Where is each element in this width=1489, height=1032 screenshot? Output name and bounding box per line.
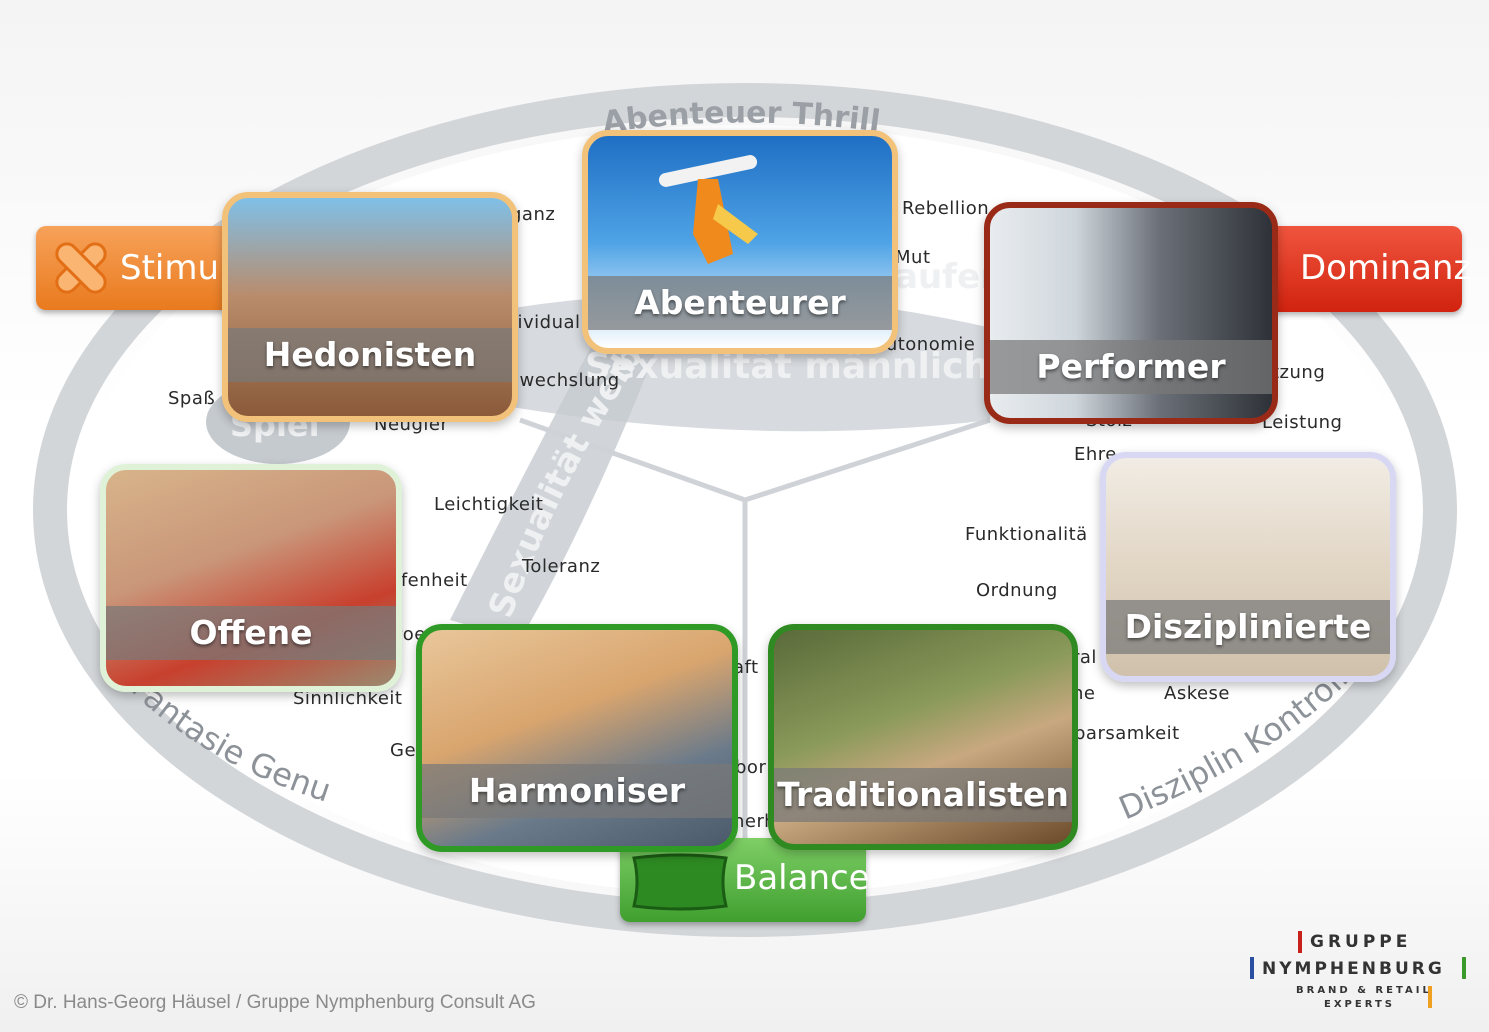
word-sparsamkeit: parsamkeit [1074,723,1180,744]
stimulanz-tab: Stimulanz [36,226,246,310]
logo-line2: NYMPHENBURG [1262,959,1445,979]
word-leistung: Leistung [1262,412,1342,433]
segment-label-disziplinierte: Disziplinierte [1106,600,1390,654]
word-askese: Askese [1164,683,1230,704]
logo-line1: GRUPPE [1310,932,1411,952]
segment-label-abenteurer: Abenteurer [588,276,892,330]
word-abwechslung: owechslung [508,370,620,391]
logo-line4: EXPERTS [1324,999,1395,1010]
logo-bar-blue [1250,957,1254,979]
word-spass: Spaß [168,388,215,409]
segment-performer: Performer [984,202,1278,424]
balance-label: Balance [734,858,870,898]
cross-icon [46,233,116,303]
word-offenheit: ffenheit [394,570,468,591]
word-geborgen2: bor [735,757,766,778]
segment-label-hedonisten: Hedonisten [228,328,512,382]
copyright-credit: © Dr. Hans-Georg Häusel / Gruppe Nymphen… [14,992,536,1014]
segment-harmoniser: Harmoniser [416,624,738,852]
segment-hedonisten: Hedonisten [222,192,518,422]
segment-label-traditionalisten: Traditionalisten [774,768,1072,822]
segment-abenteurer: Abenteurer [582,130,898,354]
segment-disziplinierte: Disziplinierte [1100,452,1396,682]
word-ordnung: Ordnung [976,580,1058,601]
logo-bar-green [1462,957,1466,979]
segment-label-offene: Offene [106,606,396,660]
word-rebellion: Rebellion [902,198,989,219]
word-toleranz: Toleranz [522,556,600,577]
segment-label-harmoniser: Harmoniser [422,764,732,818]
word-geborgenheit: Ge [390,740,416,761]
segment-traditionalisten: Traditionalisten [768,624,1078,850]
logo-bar-red [1298,931,1302,953]
word-mut: Mut [895,247,931,268]
word-individual: lividual [512,312,581,333]
word-funktionalitaet: Funktionalitä [965,524,1088,545]
dominanz-tab: Dominanz [1258,226,1462,312]
gruppe-nymphenburg-logo: GRUPPE NYMPHENBURG BRAND & RETAIL EXPERT… [1250,930,1470,1015]
word-durchsetzung: tzung [1272,362,1325,383]
logo-line3: BRAND & RETAIL [1296,985,1432,996]
segment-offene: Offene [100,464,402,692]
dominanz-label: Dominanz [1300,248,1471,288]
pillow-icon [628,850,732,914]
logo-bar-orange [1428,986,1432,1008]
segment-label-performer: Performer [990,340,1272,394]
snowboarder-icon [648,144,768,284]
word-leichtigkeit: Leichtigkeit [434,494,544,515]
